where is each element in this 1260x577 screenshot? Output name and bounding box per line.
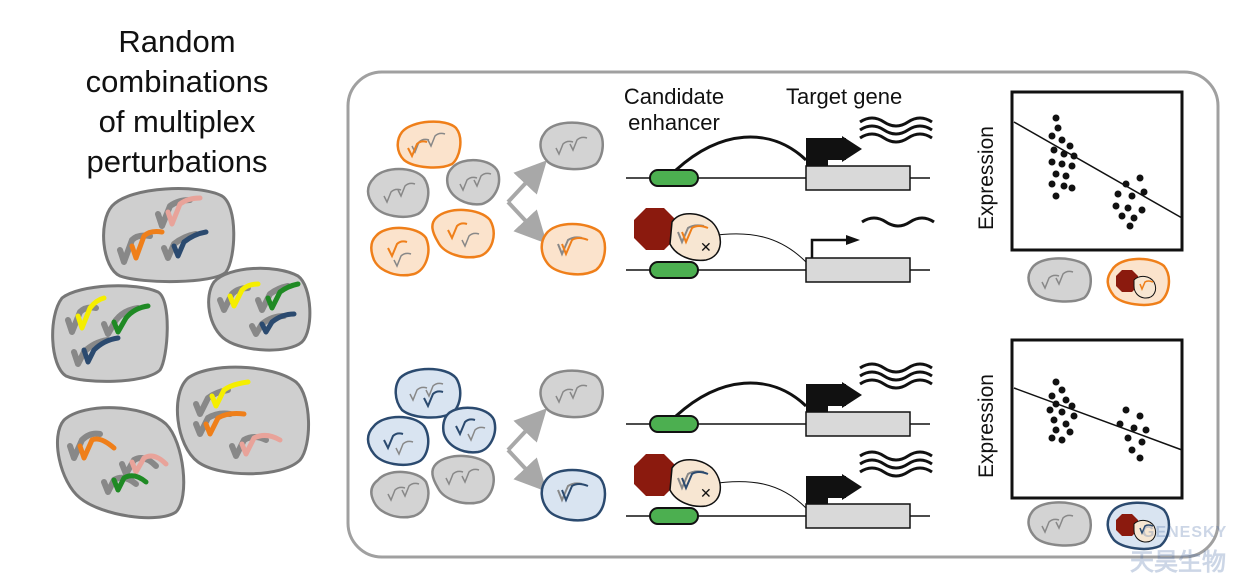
dcas9-repressor-icon xyxy=(634,208,676,250)
bottom-plot-points xyxy=(1046,378,1150,462)
enhancer-element xyxy=(649,169,699,187)
candidate-label-line-2: enhancer xyxy=(628,110,720,135)
bottom-plot-legend-cells xyxy=(1027,501,1171,551)
experiment-panel xyxy=(346,70,1220,559)
bottom-gray-cell xyxy=(539,369,604,419)
top-split-arrows xyxy=(506,160,547,244)
top-orange-cell xyxy=(540,222,607,276)
candidate-label-line-1: Candidate xyxy=(623,84,725,109)
title-line-4: perturbations xyxy=(86,144,268,179)
candidate-enhancer-label: Candidate enhancer xyxy=(614,84,734,136)
dcas9-protein-icon xyxy=(669,213,721,262)
cut-x-icon: ✕ xyxy=(700,239,712,255)
left-cell-bottom-right xyxy=(175,365,310,476)
bottom-plot-y-axis-label: Expression xyxy=(975,374,998,478)
bottom-split-arrows xyxy=(506,408,547,492)
left-cell-bottom-left xyxy=(56,406,186,520)
target-gene-label: Target gene xyxy=(786,84,903,109)
bottom-gene-active xyxy=(626,362,933,437)
left-cell-top xyxy=(102,187,236,284)
watermark-cjk: 天昊生物 xyxy=(1130,549,1226,576)
transcript-wave-icon xyxy=(859,116,933,128)
top-gene-active xyxy=(626,116,933,191)
bottom-navy-cell xyxy=(540,468,607,522)
top-gray-cell xyxy=(539,121,604,171)
bottom-expression-plot xyxy=(1010,338,1184,500)
target-gene-box xyxy=(805,165,911,191)
bottom-gene-perturbed: ✕ xyxy=(626,450,933,529)
top-plot-points xyxy=(1048,114,1148,230)
top-cell-cluster xyxy=(366,120,501,277)
watermark-latin: GENESKY xyxy=(1142,524,1228,541)
top-plot-y-axis-label: Expression xyxy=(975,126,998,230)
title-line-1: Random xyxy=(118,24,236,59)
left-cell-mid-left xyxy=(51,284,169,383)
svg-text:✕: ✕ xyxy=(700,485,712,501)
figure-title: Random combinations of multiplex perturb… xyxy=(62,22,292,182)
bottom-cell-cluster xyxy=(366,367,497,519)
top-expression-plot xyxy=(1010,90,1184,252)
title-line-2: combinations xyxy=(85,64,269,99)
title-line-3: of multiplex xyxy=(98,104,256,139)
top-plot-legend-cells xyxy=(1027,257,1171,307)
top-gene-repressed: ✕ xyxy=(626,208,935,283)
watermark-logo: GENESKY 天昊生物 xyxy=(1100,524,1250,576)
left-cell-mid-right xyxy=(207,266,312,352)
